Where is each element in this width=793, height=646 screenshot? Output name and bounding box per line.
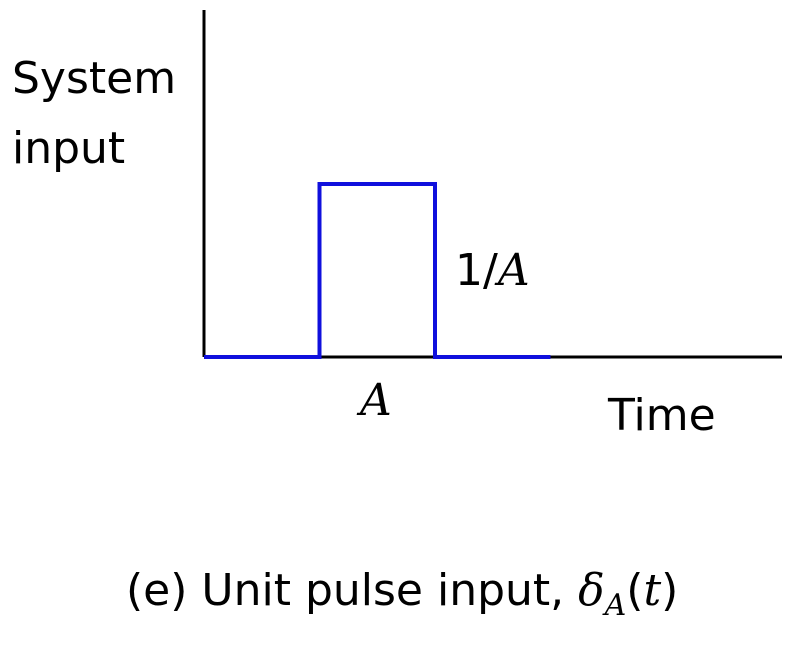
pulse-height-label: 1/A <box>455 245 530 296</box>
caption-subscript: A <box>602 588 627 623</box>
caption-arg-open: ( <box>626 565 643 616</box>
pulse-height-label-prefix: 1/ <box>455 245 498 296</box>
caption-arg: t <box>643 565 661 616</box>
caption-arg-close: ) <box>661 565 678 616</box>
pulse-signal-line <box>204 182 551 359</box>
pulse-width-label: A <box>356 375 392 426</box>
caption-delta-symbol: δ <box>578 565 605 616</box>
x-axis-label: Time <box>607 390 716 441</box>
pulse-height-label-var: A <box>494 245 530 296</box>
y-axis-label-line1: System <box>12 53 176 104</box>
caption-prefix: (e) Unit pulse input, <box>126 565 578 616</box>
figure-caption: (e) Unit pulse input, δA(t) <box>126 565 678 623</box>
y-axis-label-line2: input <box>12 123 125 174</box>
